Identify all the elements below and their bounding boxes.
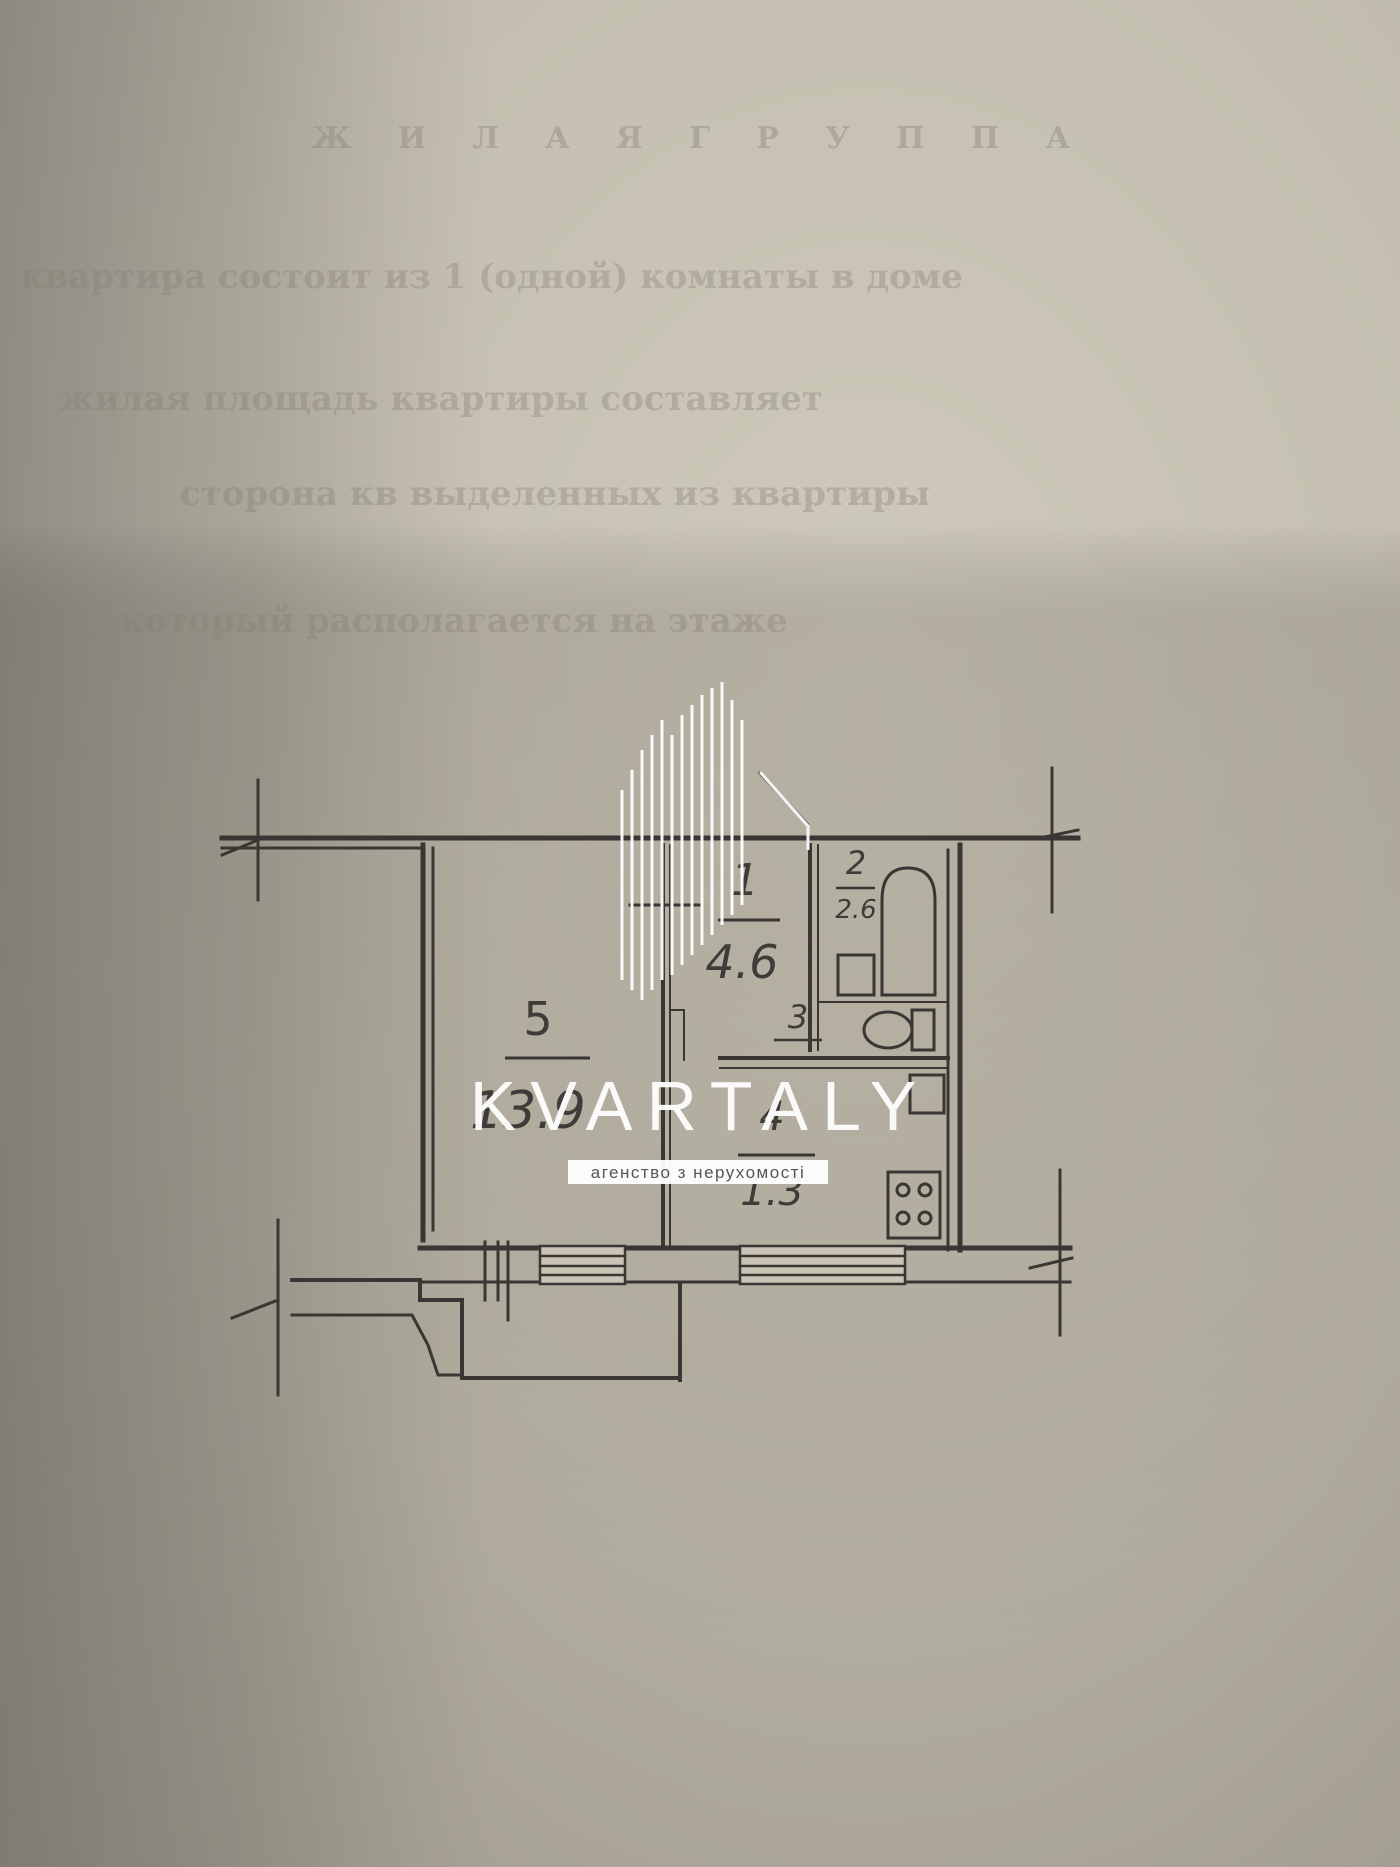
watermark-brand-name: KVARTALY <box>470 1067 931 1145</box>
window-room-5 <box>538 1244 627 1286</box>
watermark-tagline: агенство з нерухомості <box>591 1163 806 1182</box>
room-3-number: 3 <box>788 998 808 1036</box>
window-kitchen <box>738 1244 907 1286</box>
watermark-tagline-background <box>568 1160 828 1184</box>
sink <box>836 953 876 997</box>
room-2-area: 2.6 <box>835 895 876 925</box>
axis-markers <box>220 766 1080 1397</box>
bathtub <box>880 866 937 997</box>
watermark: KVARTALY агенство з нерухомості <box>470 682 931 1184</box>
room-2-number: 2 <box>846 844 866 882</box>
room-4-number: 4 <box>759 1094 784 1140</box>
faded-text-line-2: жилая площадь квартиры составляет <box>60 379 823 419</box>
room-5-number: 5 <box>523 992 552 1046</box>
floor-plan <box>219 766 1081 1397</box>
faded-text-line-1: квартира состоит из 1 (одной) комнаты в … <box>20 257 963 297</box>
balcony <box>290 1278 682 1382</box>
balcony-door <box>483 1240 510 1322</box>
toilet <box>862 1008 936 1052</box>
kvartaly-logo-icon <box>620 682 810 1000</box>
faded-text-line-4: который располагается на этаже <box>120 601 788 641</box>
room-1-number: 1 <box>731 855 759 906</box>
faded-text-line-3: сторона кв выделенных из квартиры <box>180 474 930 514</box>
kitchen-stove <box>886 1170 942 1240</box>
room-1-area: 4.6 <box>705 935 778 989</box>
faded-heading: Ж И Л А Я Г Р У П П А <box>312 121 1088 156</box>
kitchen-sink <box>908 1073 946 1115</box>
room-5-area: 13.9 <box>470 1081 586 1141</box>
